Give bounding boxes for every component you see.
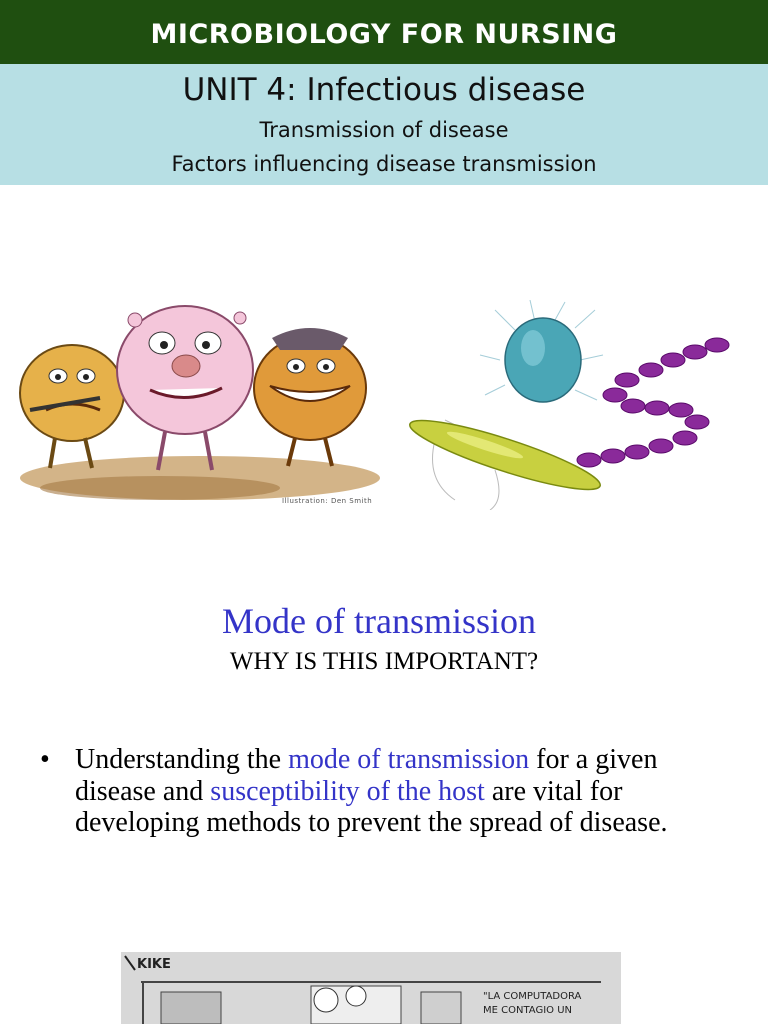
unit-title: UNIT 4: Infectious disease	[182, 72, 586, 108]
section-heading: Mode of transmission	[222, 601, 536, 641]
illustration-credit: Illustration: Den Smith	[282, 497, 373, 505]
bullet-text-part1: Understanding the	[75, 744, 289, 775]
unit-subtitle-factors: Factors influencing disease transmission	[171, 152, 597, 176]
header-bar: MICROBIOLOGY FOR NURSING	[0, 0, 768, 64]
section-subheading: WHY IS THIS IMPORTANT?	[229, 648, 539, 675]
bacteria-illustration	[409, 300, 730, 510]
bullet-highlight-mode: mode of transmission	[288, 744, 530, 775]
comic-caption-line2: ME CONTAGIO UN	[483, 1005, 573, 1016]
unit-subtitle-transmission: Transmission of disease	[259, 118, 509, 142]
comic-caption: "LA COMPUTADORA ME CONTAGIO UN	[483, 990, 603, 1018]
bullet-icon: •	[40, 744, 50, 775]
unit-banner: UNIT 4: Infectious disease Transmission …	[0, 64, 768, 185]
page-title: MICROBIOLOGY FOR NURSING	[150, 18, 618, 50]
comic-strip: KIKE "LA COMPUTADORA ME CONTAGIO UN	[121, 952, 621, 1024]
bullet-text-part3: are vital for developing methods to prev…	[75, 775, 668, 839]
bullet-text-part2: for a given disease and	[75, 744, 658, 807]
cartoon-germs-illustration	[19, 305, 380, 500]
comic-logo: KIKE	[137, 957, 171, 972]
bullet-highlight-susceptibility: susceptibility of the host	[210, 775, 485, 807]
comic-caption-line1: "LA COMPUTADORA	[483, 991, 582, 1002]
bullet-text: Understanding the mode of transmission f…	[75, 744, 735, 839]
comic-drawing	[124, 955, 601, 1024]
